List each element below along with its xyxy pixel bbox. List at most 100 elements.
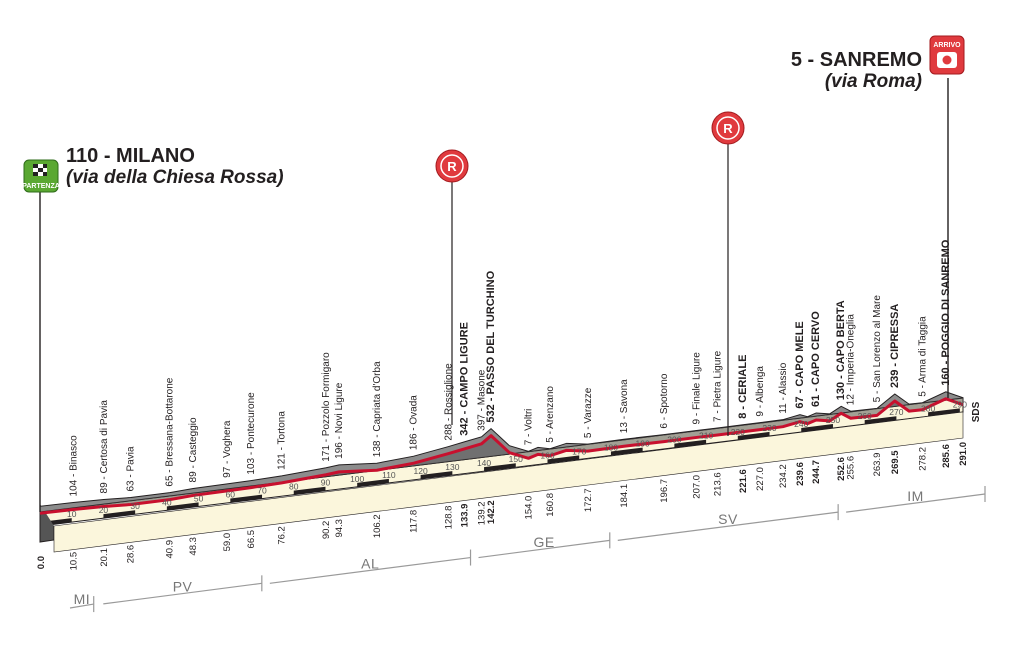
waypoint-distance: 263.9: [872, 453, 883, 477]
waypoint-label: 104 - Binasco: [68, 435, 79, 497]
km-band-segment: [610, 447, 643, 456]
km-tick-label: 250: [826, 415, 840, 425]
waypoint-label: 6 - Spotorno: [659, 373, 670, 428]
waypoint-distance: 133.9: [460, 504, 471, 528]
route-line: [39, 397, 964, 515]
km-band-segment: [357, 478, 389, 487]
km-tick-label: 50: [194, 493, 204, 503]
km-tick-label: 20: [99, 505, 109, 515]
waypoint-label: 63 - Pavia: [126, 446, 137, 491]
finish-marker: ARRIVO 5 - SANREMO (via Roma) SDS: [791, 35, 982, 422]
km-tick-label: 110: [382, 470, 396, 480]
waypoint-label: 288 - Rossiglione: [444, 363, 455, 441]
waypoint-label: 397 - Masone: [477, 369, 488, 431]
finish-title: 5 - SANREMO: [791, 49, 922, 71]
start-marker: PARTENZA 110 - MILANO (via della Chiesa …: [22, 145, 284, 512]
waypoint-distance: 255.6: [846, 456, 857, 480]
km-tick-label: 70: [257, 486, 267, 496]
waypoint-distance: 28.6: [126, 545, 137, 564]
km-tick-label: 40: [162, 497, 172, 507]
km-band-segment: [103, 510, 136, 519]
waypoint-label: 103 - Pontecurone: [246, 392, 257, 475]
km-band-segment: [166, 502, 199, 511]
waypoint-distance: 76.2: [277, 526, 288, 545]
km-band-segment: [801, 424, 833, 432]
km-tick-label: 160: [540, 450, 554, 460]
waypoint-distance: 227.0: [755, 467, 766, 491]
waypoint-distance: 48.3: [188, 537, 199, 556]
waypoint-distance: 172.7: [583, 488, 594, 512]
waypoint-distance: 139.2: [477, 501, 488, 525]
waypoint-distance: 20.1: [99, 548, 110, 567]
waypoint-distance: 244.7: [811, 460, 822, 484]
waypoint-distance: 154.0: [523, 496, 534, 520]
elevation-profile: [39, 391, 964, 515]
refuel-marker-2: R: [711, 111, 745, 436]
waypoint-label: 12 - Imperia-Oneglia: [846, 314, 857, 406]
waypoint-distance: 221.6: [738, 469, 749, 493]
km-tick-label: 210: [699, 431, 713, 441]
waypoint-label: 61 - CAPO CERVO: [810, 311, 822, 407]
km-tick-label: 270: [889, 407, 903, 417]
waypoint-label: 186 - Ovada: [409, 395, 420, 450]
waypoint-label: 5 - Varazze: [583, 387, 594, 438]
region-code: SV: [718, 511, 738, 527]
km-tick-label: 290: [953, 399, 967, 409]
km-tick-label: 130: [445, 462, 459, 472]
waypoint-label: 121 - Tortona: [277, 411, 288, 470]
region-code: MI: [74, 591, 91, 607]
waypoint-distance: 40.9: [165, 540, 176, 559]
km-tick-label: 90: [321, 478, 331, 488]
km-tick-label: 120: [414, 466, 428, 476]
distance-strip: [53, 411, 964, 553]
waypoint-label: 5 - San Lorenzo al Mare: [872, 295, 883, 403]
region-divider: [103, 582, 262, 605]
km-tick-label: 100: [350, 474, 364, 484]
km-band-segment: [864, 416, 897, 425]
waypoint-distance: 142.2: [486, 500, 497, 524]
finish-subtitle: (via Roma): [825, 71, 922, 92]
waypoint-label: 239 - CIPRESSA: [889, 304, 901, 388]
waypoint-label: 5 - Arenzano: [545, 386, 556, 443]
waypoint-label: 130 - CAPO BERTA: [835, 300, 847, 400]
region-divider: [69, 603, 94, 609]
km-band-segment: [293, 486, 326, 495]
km-band-segment: [737, 431, 770, 440]
km-tick-label: 200: [667, 435, 681, 445]
region-divider: [478, 539, 610, 559]
waypoint-distance: 213.6: [713, 472, 724, 496]
waypoint-distance: 66.5: [246, 530, 257, 549]
waypoint-label: 9 - Finale Ligure: [692, 352, 703, 425]
waypoint-distance: 184.1: [619, 484, 630, 508]
region-divider: [269, 556, 471, 584]
waypoint-label: 160 - POGGIO DI SANREMO: [940, 239, 952, 386]
km-tick-label: 230: [762, 423, 776, 433]
km-band-segment: [230, 494, 263, 503]
waypoint-label: 196 - Novi Ligure: [334, 382, 345, 459]
region-divider: [846, 493, 986, 513]
km-band-segment: [484, 463, 516, 472]
waypoint-label: 97 - Voghera: [222, 420, 233, 478]
waypoint-distance: 239.6: [795, 462, 806, 486]
region-code: PV: [173, 579, 193, 595]
km-tick-label: 220: [731, 427, 745, 437]
start-subtitle: (via della Chiesa Rossa): [66, 167, 284, 188]
finish-distance: 291.0: [958, 442, 969, 466]
km-tick-label: 30: [130, 501, 140, 511]
km-tick-label: 150: [509, 454, 523, 464]
refuel-badge-label: R: [447, 159, 457, 174]
waypoint-label: 89 - Casteggio: [188, 417, 199, 482]
waypoint-distance: 90.2: [321, 521, 332, 540]
waypoint-distance: 285.6: [941, 444, 952, 468]
waypoint-label: 9 - Albenga: [755, 366, 766, 417]
km-tick-label: 240: [794, 419, 808, 429]
start-badge-label: PARTENZA: [22, 183, 60, 190]
waypoint-label: 138 - Capriata d'Orba: [372, 361, 383, 457]
km-band-segment: [547, 455, 580, 464]
km-tick-label: 10: [67, 509, 77, 519]
km-tick-label: 260: [858, 411, 872, 421]
region-code: IM: [907, 488, 924, 504]
